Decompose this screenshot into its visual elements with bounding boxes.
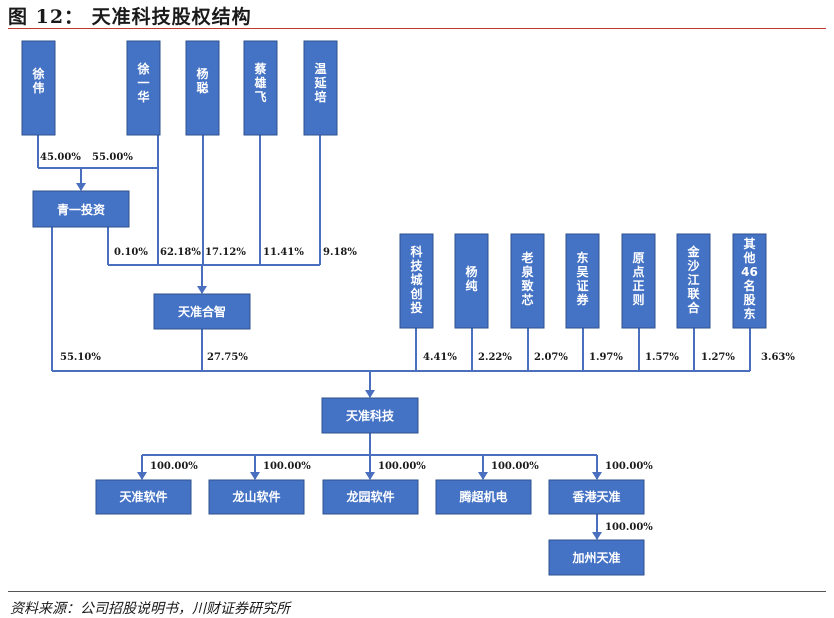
arrow-to-sub-3 — [365, 472, 375, 480]
arrow-to-company — [365, 390, 375, 398]
pct-sub-2: 100.00% — [263, 461, 311, 472]
company-node: 天准科技 — [321, 397, 419, 434]
arrow-to-sub-1 — [137, 472, 147, 480]
subsidiary-hongkong: 香港天准 — [548, 479, 645, 515]
qingyi-node: 青一投资 — [32, 190, 130, 228]
shareholder-yangchun: 杨纯 — [454, 233, 489, 329]
pct-hezhi-company: 27.75% — [207, 352, 248, 363]
svg-text:金沙江联合: 金沙江联合 — [686, 244, 700, 315]
source-note: 资料来源：公司招股说明书，川财证券研究所 — [10, 601, 290, 617]
pct-qingyi-hezhi: 0.10% — [114, 247, 148, 258]
arrow-to-sub-4 — [478, 472, 488, 480]
arrow-to-california — [592, 532, 602, 540]
pct-others: 3.63% — [761, 352, 795, 363]
person-label: 徐伟 — [31, 66, 44, 95]
person-yangcong: 杨聪 — [185, 40, 220, 136]
svg-text:老泉致芯: 老泉致芯 — [521, 250, 534, 307]
company-label: 天准科技 — [346, 408, 395, 423]
subsidiary-tengchao: 腾超机电 — [435, 479, 532, 515]
arrow-to-sub-2 — [250, 472, 260, 480]
pct-sub-1: 100.00% — [150, 461, 198, 472]
svg-text:天准软件: 天准软件 — [119, 489, 167, 504]
pct-sub-4: 100.00% — [491, 461, 539, 472]
arrow-to-hezhi — [197, 286, 207, 294]
ownership-diagram: 徐伟 徐一华 杨聪 蔡雄飞 温延培 青一投资 45.00% 55.00% 0.1… — [21, 40, 795, 576]
person-wenyanpei: 温延培 — [303, 40, 338, 136]
figure-title: 图 12： 天准科技股权结构 — [8, 6, 252, 28]
subsidiary-tianzhun-software: 天准软件 — [95, 479, 192, 515]
shareholder-kejicheng: 科技城创投 — [399, 233, 434, 329]
qingyi-label: 青一投资 — [57, 202, 105, 217]
pct-yangcong-hezhi: 17.12% — [205, 247, 246, 258]
person-xuyihua: 徐一华 — [126, 40, 161, 136]
pct-caixiongfei-hezhi: 11.41% — [263, 247, 304, 258]
shareholder-yuandian: 原点正则 — [621, 233, 656, 329]
pct-yangchun: 2.22% — [478, 352, 512, 363]
hezhi-node: 天准合智 — [153, 293, 251, 330]
connector-lines — [37, 135, 751, 539]
arrow-to-sub-5 — [592, 472, 602, 480]
pct-jinshajiang: 1.27% — [701, 352, 735, 363]
person-caixiongfei: 蔡雄飞 — [243, 40, 278, 136]
person-label: 徐一华 — [136, 61, 149, 104]
svg-text:龙园软件: 龙园软件 — [346, 489, 394, 504]
subsidiary-longshan-software: 龙山软件 — [208, 479, 305, 515]
person-label: 蔡雄飞 — [253, 61, 266, 104]
svg-text:杨纯: 杨纯 — [465, 264, 477, 293]
hezhi-label: 天准合智 — [178, 304, 226, 319]
person-label: 温延培 — [313, 62, 327, 104]
svg-text:腾超机电: 腾超机电 — [458, 489, 507, 504]
pct-qingyi-company: 55.10% — [60, 352, 101, 363]
svg-text:香港天准: 香港天准 — [571, 489, 620, 504]
pct-yuandian: 1.57% — [645, 352, 679, 363]
pct-sub-3: 100.00% — [378, 461, 426, 472]
pct-xuyihua-hezhi: 62.18% — [160, 247, 201, 258]
pct-dongwu: 1.97% — [589, 352, 623, 363]
arrow-to-qingyi — [76, 183, 86, 191]
pct-california: 100.00% — [605, 522, 653, 533]
shareholder-laoquan: 老泉致芯 — [510, 233, 545, 329]
subsidiary-longyuan-software: 龙园软件 — [322, 479, 419, 515]
pct-sub-5: 100.00% — [605, 461, 653, 472]
shareholder-dongwu: 东吴证券 — [565, 233, 600, 329]
pct-xuwei-qingyi: 45.00% — [40, 152, 81, 163]
svg-text:龙山软件: 龙山软件 — [232, 489, 280, 504]
pct-kejicheng: 4.41% — [423, 352, 457, 363]
person-xuwei: 徐伟 — [21, 40, 56, 136]
svg-text:原点正则: 原点正则 — [632, 251, 644, 307]
title-divider — [8, 28, 826, 29]
pct-laoquan: 2.07% — [534, 352, 568, 363]
person-label: 杨聪 — [196, 66, 208, 95]
svg-text:东吴证券: 东吴证券 — [575, 250, 589, 307]
shareholder-jinshajiang: 金沙江联合 — [676, 233, 711, 329]
source-divider — [8, 591, 826, 592]
pct-wenyanpei-hezhi: 9.18% — [323, 247, 357, 258]
arrowheads — [76, 183, 602, 540]
subsidiary-california: 加州天准 — [548, 539, 645, 576]
svg-text:加州天准: 加州天准 — [571, 550, 620, 565]
svg-text:科技城创投: 科技城创投 — [409, 244, 423, 315]
pct-xuyihua-qingyi: 55.00% — [92, 152, 133, 163]
